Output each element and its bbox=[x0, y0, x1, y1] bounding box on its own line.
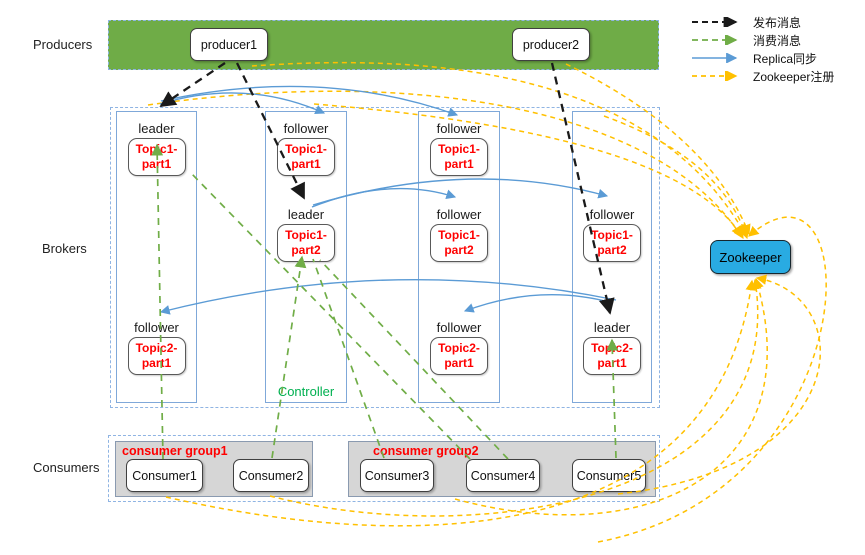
legend-row-zookeeper-reg: Zookeeper注册 bbox=[690, 67, 862, 85]
replica-role-label: follower bbox=[436, 207, 482, 222]
topic-name: Topic1- bbox=[285, 228, 327, 242]
topic-name: Topic1- bbox=[438, 142, 480, 156]
consumer-group1-title: consumer group1 bbox=[122, 444, 228, 458]
brokers-section-label: Brokers bbox=[42, 241, 87, 256]
broker-cell-c2-topic1-part2: leader Topic1- part2 bbox=[265, 206, 347, 262]
partition-name: part2 bbox=[597, 243, 627, 257]
topic-name: Topic2- bbox=[438, 341, 480, 355]
topic-partition-box: Topic1- part2 bbox=[430, 224, 488, 262]
producer1-node: producer1 bbox=[190, 28, 268, 61]
producer2-node: producer2 bbox=[512, 28, 590, 61]
partition-name: part1 bbox=[597, 356, 627, 370]
broker-cell-c4-topic2-part1: leader Topic2- part1 bbox=[572, 319, 652, 375]
topic-partition-box: Topic2- part1 bbox=[127, 337, 186, 375]
legend-label: Zookeeper注册 bbox=[753, 69, 835, 84]
legend-label: Replica同步 bbox=[753, 51, 818, 66]
replica-role-label: leader bbox=[138, 121, 175, 136]
replica-sync-arrow-sample-icon bbox=[692, 53, 738, 63]
replica-role-label: leader bbox=[593, 320, 631, 335]
consumers-section-label: Consumers bbox=[33, 460, 100, 475]
consumer4-node: Consumer4 bbox=[466, 459, 540, 492]
topic-name: Topic1- bbox=[135, 142, 178, 156]
partition-name: part2 bbox=[291, 243, 321, 257]
zookeeper-node: Zookeeper bbox=[710, 240, 791, 274]
topic-name: Topic1- bbox=[285, 142, 327, 156]
legend: 发布消息 消费消息 Replica同步 Zookeeper注册 bbox=[690, 13, 862, 85]
legend-row-replica: Replica同步 bbox=[690, 49, 862, 67]
topic-name: Topic1- bbox=[438, 228, 480, 242]
replica-role-label: follower bbox=[436, 320, 482, 335]
topic-partition-box: Topic1- part2 bbox=[277, 224, 335, 262]
replica-role-label: leader bbox=[287, 207, 325, 222]
replica-role-label: follower bbox=[589, 207, 635, 222]
topic-partition-box: Topic1- part2 bbox=[583, 224, 641, 262]
partition-name: part1 bbox=[444, 356, 474, 370]
consume-arrow-sample-icon bbox=[692, 35, 738, 45]
topic-partition-box: Topic2- part1 bbox=[430, 337, 488, 375]
partition-name: part1 bbox=[291, 157, 321, 171]
consumer5-node: Consumer5 bbox=[572, 459, 646, 492]
partition-name: part1 bbox=[444, 157, 474, 171]
broker-cell-c2-topic1-part1: follower Topic1- part1 bbox=[265, 120, 347, 176]
broker-cell-c3-topic1-part1: follower Topic1- part1 bbox=[418, 120, 500, 176]
legend-label: 发布消息 bbox=[753, 15, 802, 30]
zookeeper-reg-arrow-sample-icon bbox=[692, 71, 738, 81]
producers-section-label: Producers bbox=[33, 37, 93, 52]
consumer3-node: Consumer3 bbox=[360, 459, 434, 492]
legend-row-publish: 发布消息 bbox=[690, 13, 862, 31]
publish-arrow-sample-icon bbox=[692, 17, 738, 27]
topic-name: Topic2- bbox=[591, 341, 633, 355]
topic-name: Topic1- bbox=[591, 228, 633, 242]
legend-label: 消费消息 bbox=[753, 33, 802, 48]
replica-role-label: follower bbox=[134, 320, 179, 335]
topic-partition-box: Topic1- part1 bbox=[127, 138, 186, 176]
topic-partition-box: Topic1- part1 bbox=[277, 138, 335, 176]
legend-row-consume: 消费消息 bbox=[690, 31, 862, 49]
topic-name: Topic2- bbox=[135, 341, 178, 355]
broker-cell-c4-topic1-part2: follower Topic1- part2 bbox=[572, 206, 652, 262]
topic-partition-box: Topic1- part1 bbox=[430, 138, 488, 176]
partition-name: part1 bbox=[141, 157, 172, 171]
broker-cell-c3-topic2-part1: follower Topic2- part1 bbox=[418, 319, 500, 375]
consumer2-node: Consumer2 bbox=[233, 459, 309, 492]
replica-role-label: follower bbox=[436, 121, 482, 136]
broker-cell-c1-topic2-part1: follower Topic2- part1 bbox=[116, 319, 197, 375]
topic-partition-box: Topic2- part1 bbox=[583, 337, 641, 375]
consumer1-node: Consumer1 bbox=[126, 459, 203, 492]
broker-cell-c1-topic1-part1: leader Topic1- part1 bbox=[116, 120, 197, 176]
replica-role-label: follower bbox=[283, 121, 329, 136]
consumer-group2-title: consumer group2 bbox=[373, 444, 479, 458]
broker-cell-c3-topic1-part2: follower Topic1- part2 bbox=[418, 206, 500, 262]
partition-name: part2 bbox=[444, 243, 474, 257]
controller-label: Controller bbox=[277, 384, 335, 399]
partition-name: part1 bbox=[141, 356, 172, 370]
